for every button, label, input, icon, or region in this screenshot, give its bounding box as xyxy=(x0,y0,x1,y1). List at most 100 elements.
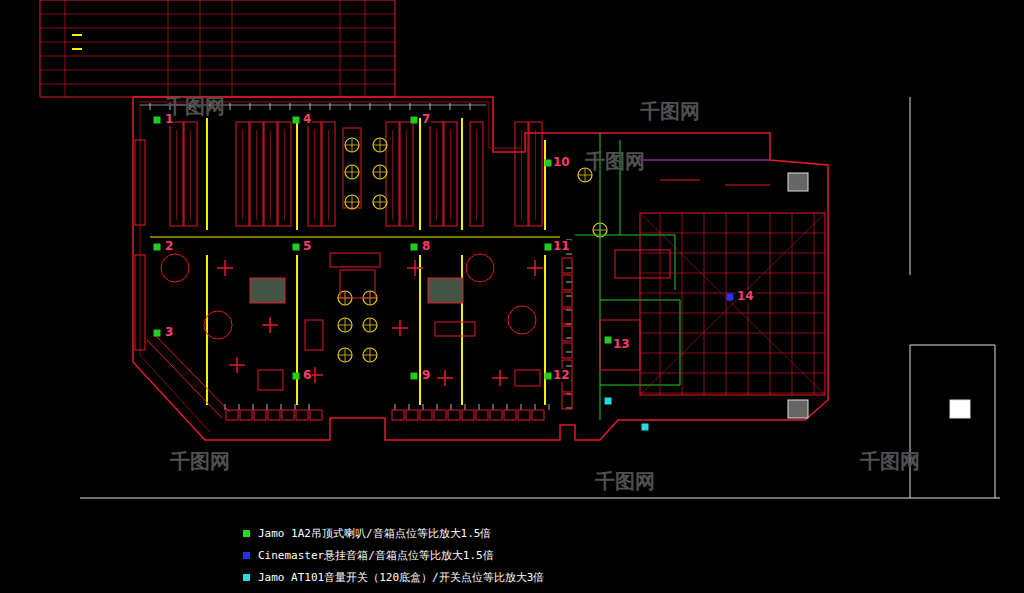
frame-line xyxy=(910,345,911,498)
wall-line xyxy=(147,340,222,418)
storage-grid xyxy=(770,213,771,395)
rack-line xyxy=(190,130,191,220)
storage-grid xyxy=(748,213,749,395)
table-line xyxy=(65,0,66,97)
arrow-mark xyxy=(566,352,572,353)
rack-symbol xyxy=(504,410,516,420)
ceiling-lamp xyxy=(338,348,352,362)
rack-symbol xyxy=(515,122,528,226)
callout-number: 10 xyxy=(552,156,571,169)
lamp-cross xyxy=(345,348,346,362)
lamp-cross xyxy=(352,138,353,152)
ceiling-speaker xyxy=(293,373,299,379)
rack-symbol xyxy=(444,122,457,226)
light-track xyxy=(419,118,421,230)
rack-symbol xyxy=(406,410,418,420)
column-symbol xyxy=(788,173,808,191)
mannequin xyxy=(534,260,536,276)
watermark: 千图网 xyxy=(640,100,700,122)
lamp-cross xyxy=(370,348,371,362)
column-symbol xyxy=(788,400,808,418)
arrow-mark xyxy=(409,404,410,410)
arrow-mark xyxy=(566,282,572,283)
callout-number: 8 xyxy=(421,240,431,253)
volume-switch xyxy=(605,398,611,404)
watermark: 千图网 xyxy=(165,95,225,117)
arrow-mark xyxy=(230,103,231,110)
arrow-mark xyxy=(566,408,572,409)
rack-symbol xyxy=(490,410,502,420)
rack-line xyxy=(284,130,285,220)
arrow-mark xyxy=(395,404,396,410)
callout-number: 12 xyxy=(552,369,571,382)
storage-grid xyxy=(640,353,825,354)
ceiling-lamp xyxy=(373,195,387,209)
arrow-mark xyxy=(370,103,371,110)
rack-symbol xyxy=(430,122,443,226)
column-symbol xyxy=(950,400,970,418)
ceiling-speaker xyxy=(154,244,160,250)
mannequin xyxy=(224,260,226,276)
rack-symbol xyxy=(254,410,266,420)
display-table xyxy=(340,270,375,298)
display-table xyxy=(250,278,285,303)
ceiling-speaker xyxy=(411,117,417,123)
arrow-mark xyxy=(470,103,471,110)
rack-symbol xyxy=(386,122,399,226)
table-sample xyxy=(72,34,82,36)
ceiling-speaker xyxy=(605,337,611,343)
arrow-mark xyxy=(521,404,522,410)
rack-symbol xyxy=(470,122,483,226)
arrow-mark xyxy=(239,404,240,410)
table-line xyxy=(40,84,395,85)
rack-symbol xyxy=(250,122,263,226)
rack-symbol xyxy=(529,122,542,226)
arrow-mark xyxy=(566,296,572,297)
arrow-mark xyxy=(423,404,424,410)
legend-text: Jamo AT101音量开关（120底盒）/开关点位等比放大3倍 xyxy=(258,570,544,585)
hanging-speaker xyxy=(727,294,733,300)
ceiling-lamp xyxy=(373,138,387,152)
arrow-mark xyxy=(450,103,451,110)
wall-line xyxy=(155,335,230,412)
callout-number: 6 xyxy=(302,369,312,382)
volume-switch xyxy=(642,424,648,430)
ceiling-lamp xyxy=(373,165,387,179)
arrow-mark xyxy=(330,103,331,110)
legend-text: Cinemaster悬挂音箱/音箱点位等比放大1.5倍 xyxy=(258,548,494,563)
wall-line xyxy=(133,97,828,440)
mannequin xyxy=(236,357,238,373)
rack-symbol xyxy=(420,410,432,420)
arrow-mark xyxy=(465,404,466,410)
arrow-mark xyxy=(566,268,572,269)
rack-line xyxy=(314,130,315,220)
rack-symbol xyxy=(435,322,475,336)
arrow-mark xyxy=(253,404,254,410)
legend-swatch xyxy=(243,530,250,537)
light-track xyxy=(206,118,208,230)
rack-line xyxy=(392,130,393,220)
rack-symbol xyxy=(615,250,670,278)
table-line xyxy=(232,0,233,97)
ceiling-lamp xyxy=(363,318,377,332)
arrow-mark xyxy=(566,254,572,255)
rack-symbol xyxy=(135,140,145,225)
legend-row: Jamo AT101音量开关（120底盒）/开关点位等比放大3倍 xyxy=(243,566,544,588)
round-table xyxy=(161,254,189,282)
table-line xyxy=(40,14,395,15)
arrow-mark xyxy=(549,404,550,410)
ceiling-speaker xyxy=(293,117,299,123)
light-track xyxy=(296,255,298,405)
storage-grid xyxy=(640,233,825,234)
lamp-cross xyxy=(370,318,371,332)
rack-symbol xyxy=(434,410,446,420)
rack-symbol xyxy=(264,122,277,226)
rack-symbol xyxy=(330,253,380,267)
ceiling-lamp xyxy=(338,318,352,332)
arrow-mark xyxy=(290,103,291,110)
display-table xyxy=(428,278,463,303)
arrow-mark xyxy=(281,404,282,410)
storage-grid xyxy=(660,213,661,395)
storage-grid xyxy=(640,213,825,395)
